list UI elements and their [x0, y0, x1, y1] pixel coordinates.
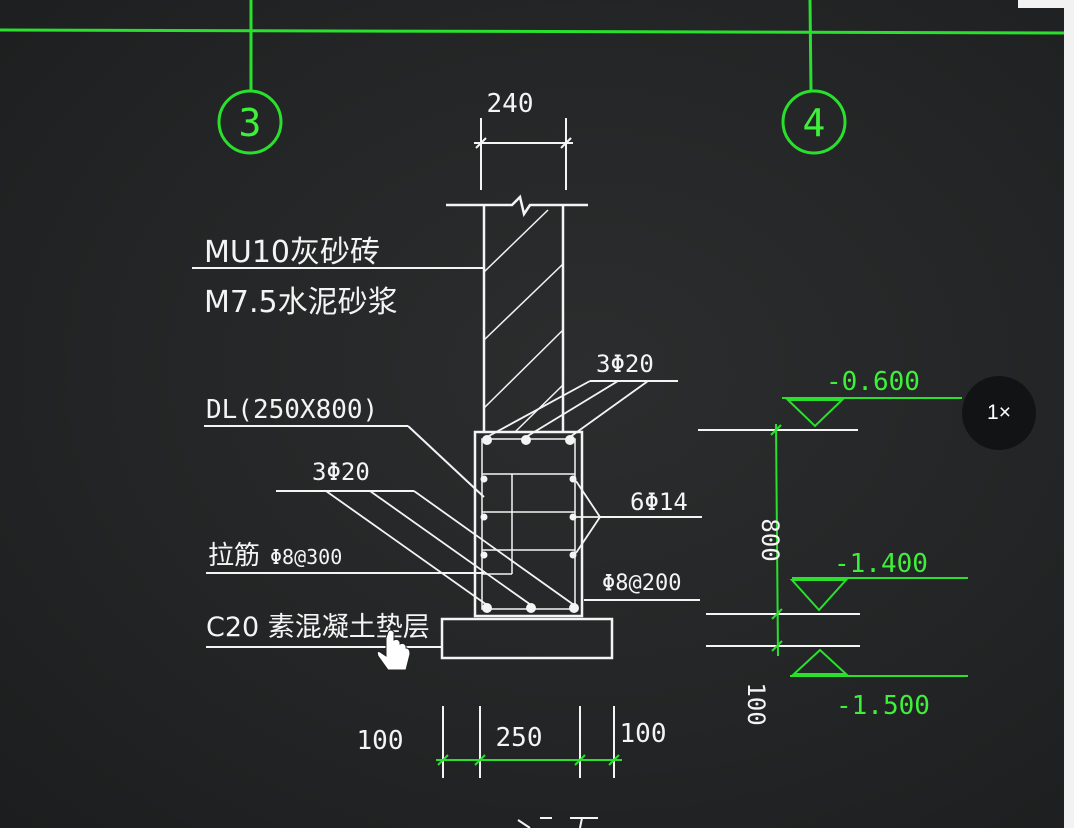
- rebar-bottom-3: [569, 603, 579, 613]
- grid-axis-4-label: 4: [803, 101, 826, 145]
- hand-cursor-icon: [376, 629, 411, 671]
- leader-cushion: C20 素混凝土垫层: [206, 612, 442, 648]
- screen-edge: [1064, 0, 1074, 828]
- leader-brick: MU10灰砂砖 M7.5水泥砂浆: [192, 235, 484, 320]
- elevation-middle: -1.400: [789, 549, 968, 612]
- grid-bubble-3: [217, 89, 283, 155]
- elevation-bottom-label: -1.500: [836, 691, 930, 721]
- caption-fragment: [517, 817, 598, 828]
- cushion-thickness-label: 100: [742, 682, 770, 725]
- leader-beam: DL(250X800): [204, 395, 485, 498]
- rebar-top-3: [565, 435, 575, 445]
- grid-line-horizontal: [0, 28, 1065, 35]
- wall-width-dimension: 240: [474, 89, 573, 190]
- grid-bubble-4: [781, 89, 847, 155]
- grid-axis-4-line: [808, 0, 813, 92]
- beam-label: DL(250X800): [206, 395, 378, 425]
- elevation-top-label: -0.600: [826, 367, 920, 397]
- left-offset-label: 100: [357, 726, 404, 756]
- bottom-dimension: 100 250 100: [357, 706, 667, 778]
- rebar-bottom-1: [482, 603, 492, 613]
- leader-tie: 拉筋 Φ8@300: [206, 541, 484, 574]
- grid-axis-4: 4: [781, 0, 847, 155]
- zoom-level-label: 1×: [987, 401, 1011, 424]
- ground-beam: [473, 430, 584, 618]
- zoom-level-button[interactable]: 1×: [962, 376, 1036, 450]
- beam-width-label: 250: [496, 723, 543, 753]
- leader-bottom-bars: 3Φ20: [276, 458, 575, 606]
- rebar-top-1: [482, 435, 492, 445]
- rebar-top-2: [521, 435, 531, 445]
- elevation-middle-label: -1.400: [834, 549, 928, 579]
- elevation-top: -0.600: [782, 367, 962, 428]
- tie-label: 拉筋: [208, 541, 260, 571]
- leader-side-bars: 6Φ14: [575, 480, 702, 554]
- stirrups-label: Φ8@200: [602, 571, 681, 596]
- right-offset-label: 100: [620, 719, 667, 749]
- break-line: [446, 194, 588, 218]
- brick-label: MU10灰砂砖: [204, 235, 380, 270]
- elevation-bottom: -1.500: [790, 648, 968, 721]
- leader-stirrups: Φ8@200: [584, 571, 700, 601]
- bottom-bars-label: 3Φ20: [312, 458, 370, 486]
- screen-edge-top: [1018, 0, 1074, 8]
- grid-axis-3: 3: [217, 0, 283, 155]
- mortar-label: M7.5水泥砂浆: [204, 285, 398, 320]
- top-bars-label: 3Φ20: [596, 350, 654, 378]
- wall-width-label: 240: [487, 89, 534, 119]
- tie-spec: Φ8@300: [270, 545, 342, 569]
- brick-wall: [482, 205, 565, 433]
- rebar-bottom-2: [526, 603, 536, 613]
- grid-axis-3-label: 3: [239, 101, 262, 145]
- side-bars-label: 6Φ14: [630, 488, 688, 516]
- concrete-cushion: [440, 617, 614, 660]
- height-dimension: 800 100: [698, 423, 860, 726]
- leader-top-bars: 3Φ20: [486, 350, 678, 438]
- cushion-label: C20 素混凝土垫层: [206, 612, 430, 643]
- beam-height-label: 800: [756, 518, 784, 561]
